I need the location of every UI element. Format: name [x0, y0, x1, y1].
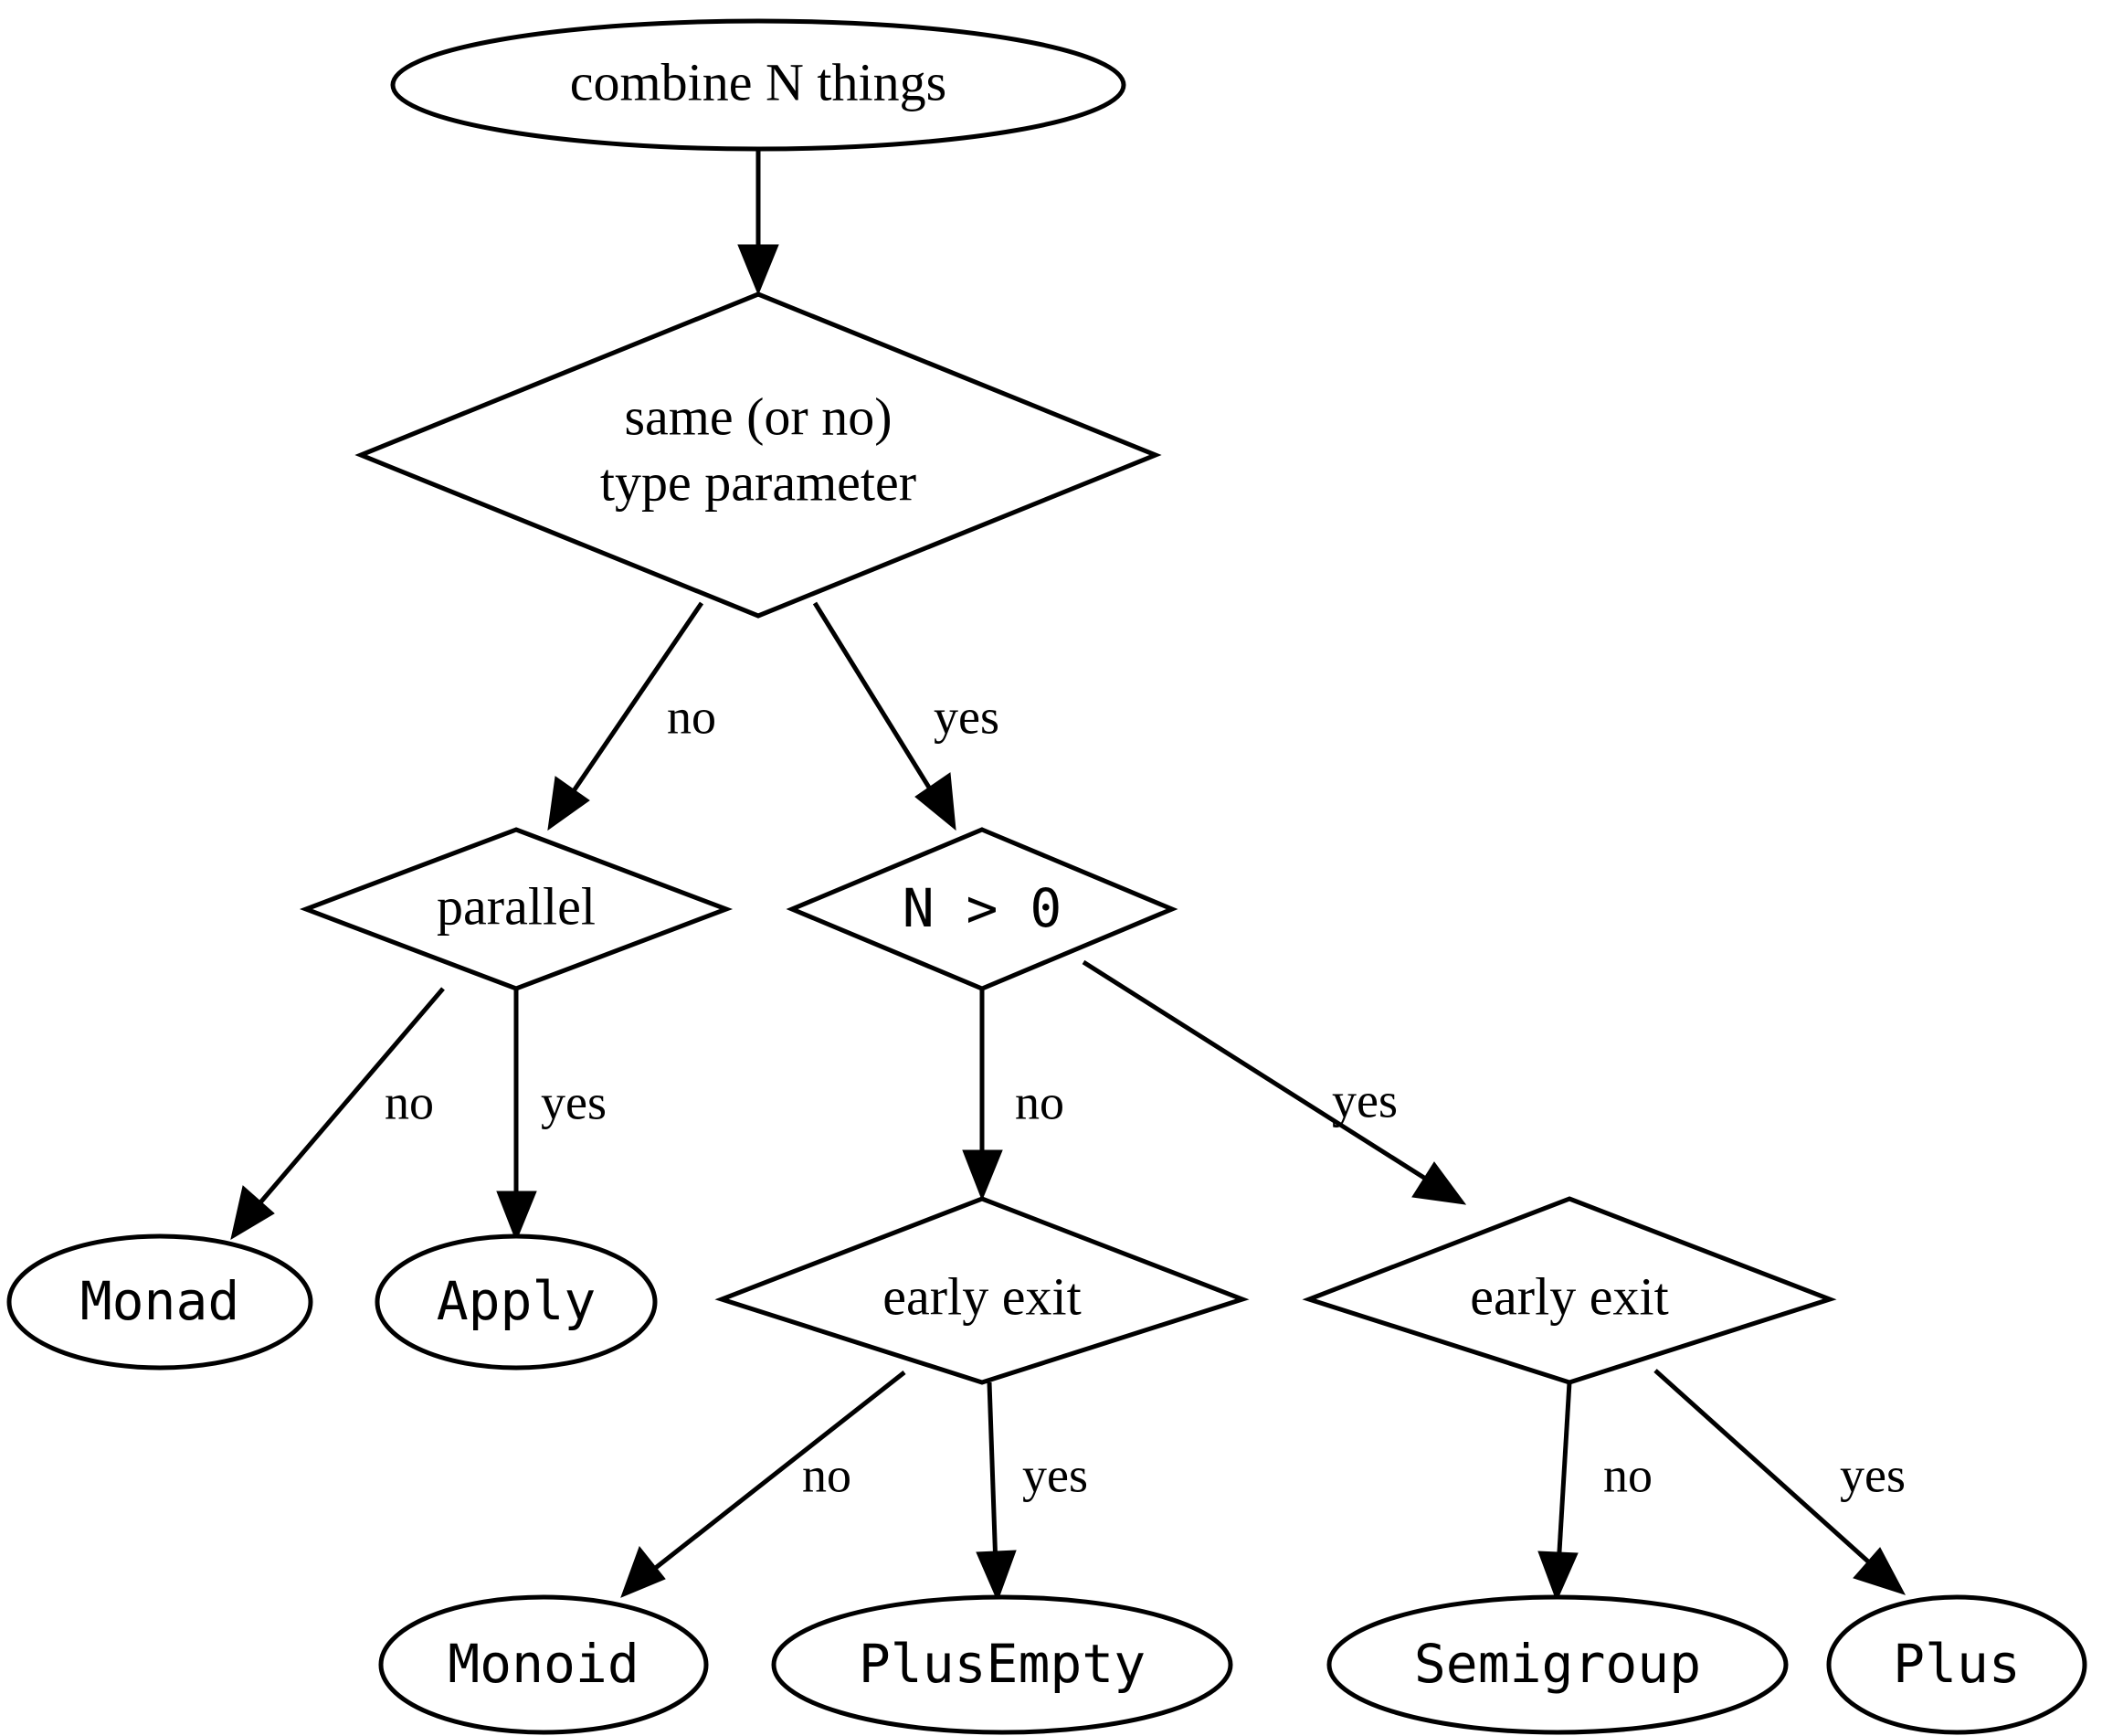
node-early-exit-right[interactable]: early exit	[1302, 1196, 1837, 1385]
edge-label-no: no	[802, 1447, 851, 1502]
ellipse-shape	[378, 1594, 709, 1735]
edge-start-to-same-type	[737, 148, 779, 296]
edge-label-yes: yes	[1332, 1073, 1398, 1127]
node-plusempty[interactable]: PlusEmpty	[771, 1594, 1233, 1735]
node-label: Semigroup	[1414, 1633, 1701, 1695]
edge-line	[1082, 959, 1436, 1187]
arrow-head-icon	[962, 1149, 1003, 1201]
edge-early-exit-right-to-plus: yes	[1653, 1369, 1907, 1595]
arrow-head-icon	[1411, 1161, 1467, 1205]
diamond-shape	[714, 1196, 1250, 1385]
ellipse-shape	[390, 18, 1126, 152]
ellipse-shape	[771, 1594, 1233, 1735]
edge-line	[647, 1371, 906, 1575]
node-same-type-parameter[interactable]: same (or no) type parameter	[354, 291, 1162, 619]
ellipse-shape	[1326, 1594, 1789, 1735]
node-label: early exit	[882, 1266, 1081, 1326]
edge-early-exit-right-to-semigroup: no	[1537, 1381, 1653, 1603]
diamond-shape	[1302, 1196, 1837, 1385]
arrow-head-icon	[620, 1545, 666, 1598]
edge-early-exit-left-to-plusempty: yes	[976, 1381, 1088, 1603]
edge-n-gt-0-to-early-exit-right: yes	[1082, 959, 1467, 1205]
arrow-head-icon	[496, 1191, 537, 1243]
node-label: Plus	[1893, 1633, 2021, 1695]
node-label: N > 0	[903, 877, 1062, 939]
node-early-exit-left[interactable]: early exit	[714, 1196, 1250, 1385]
node-label: PlusEmpty	[859, 1633, 1146, 1695]
arrow-head-icon	[230, 1185, 275, 1241]
node-label: combine N things	[570, 52, 946, 111]
node-semigroup[interactable]: Semigroup	[1326, 1594, 1789, 1735]
arrow-head-icon	[1853, 1547, 1907, 1595]
edge-same-type-to-n-gt-0: yes	[812, 601, 999, 831]
edge-n-gt-0-to-early-exit-left: no	[962, 989, 1064, 1201]
node-label: Apply	[437, 1270, 597, 1332]
node-monad[interactable]: Monad	[6, 1233, 313, 1371]
edge-early-exit-left-to-monoid: no	[620, 1371, 906, 1598]
edge-label-yes: yes	[1022, 1447, 1088, 1502]
edge-line	[812, 601, 936, 797]
ellipse-shape	[6, 1233, 313, 1371]
node-start[interactable]: combine N things	[390, 18, 1126, 152]
arrow-head-icon	[976, 1550, 1017, 1603]
edge-line	[254, 987, 445, 1210]
ellipse-shape	[375, 1233, 658, 1371]
edge-label-no: no	[1015, 1074, 1064, 1129]
edge-label-no: no	[1603, 1447, 1653, 1502]
edge-line	[987, 1381, 998, 1568]
ellipse-shape	[1826, 1594, 2087, 1735]
node-monoid[interactable]: Monoid	[378, 1594, 709, 1735]
edge-label-yes: yes	[934, 689, 999, 744]
node-label: early exit	[1470, 1266, 1668, 1326]
edge-line	[568, 601, 704, 797]
edge-parallel-to-monad: no	[230, 987, 445, 1241]
node-n-greater-than-zero[interactable]: N > 0	[786, 827, 1178, 991]
diamond-shape	[354, 291, 1162, 619]
edge-label-yes: yes	[1840, 1447, 1906, 1502]
node-label-line-2: type parameter	[600, 452, 916, 512]
arrow-head-icon	[737, 244, 779, 296]
node-apply[interactable]: Apply	[375, 1233, 658, 1371]
arrow-head-icon	[914, 772, 956, 831]
diamond-shape	[786, 827, 1178, 991]
edge-label-no: no	[385, 1074, 434, 1129]
edge-parallel-to-apply: yes	[496, 989, 607, 1243]
edge-label-no: no	[667, 689, 716, 744]
node-label: parallel	[437, 876, 596, 936]
arrow-head-icon	[1537, 1551, 1579, 1603]
edge-line	[1653, 1369, 1879, 1572]
edge-same-type-to-parallel: no	[547, 601, 716, 831]
edge-line	[1556, 1381, 1572, 1568]
node-label-line-1: same (or no)	[624, 386, 892, 446]
node-label: Monoid	[448, 1633, 639, 1695]
node-parallel[interactable]: parallel	[299, 827, 734, 991]
edge-label-yes: yes	[541, 1074, 607, 1129]
node-plus[interactable]: Plus	[1826, 1594, 2087, 1735]
diamond-shape	[299, 827, 734, 991]
node-label: Monad	[80, 1270, 240, 1332]
arrow-head-icon	[547, 776, 590, 831]
